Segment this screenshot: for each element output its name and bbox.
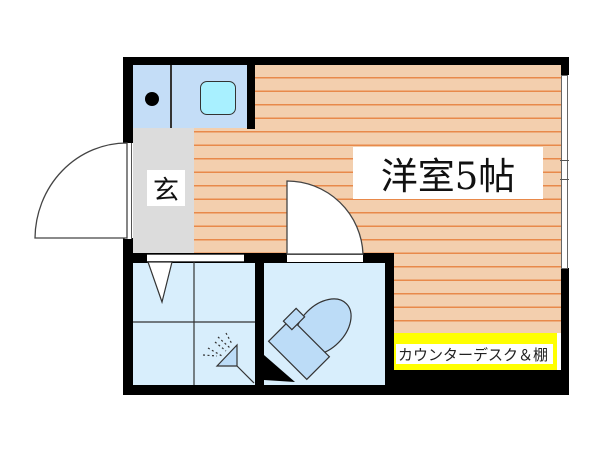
bath-door-opening	[147, 254, 244, 262]
western-room-label: 洋室5帖	[353, 147, 543, 199]
room-door-icon	[286, 180, 364, 255]
wall-left-lower	[123, 238, 133, 395]
wall-bath-toilet-divider	[255, 253, 264, 388]
kitchen-sink-icon	[200, 81, 236, 115]
bath-door-icon	[147, 261, 173, 305]
shower-icon	[202, 332, 255, 384]
toilet-icon	[264, 298, 352, 382]
wall-top	[123, 57, 569, 65]
stove-burner-icon	[145, 92, 159, 106]
wall-right-upper	[561, 57, 569, 75]
wall-right-lower	[561, 268, 569, 395]
entry-door-icon	[34, 142, 128, 239]
wall-bottom	[123, 385, 569, 395]
wall-counter-bottom	[385, 370, 565, 390]
window	[561, 75, 568, 269]
window-mullion	[560, 160, 569, 180]
wall-toilet-right	[385, 253, 394, 388]
kitchen-divider	[170, 65, 172, 128]
kitchen-wall-right	[247, 65, 255, 129]
entrance-label: 玄	[147, 170, 185, 206]
bathroom-tile-grid	[133, 262, 255, 385]
wall-left-upper	[123, 57, 133, 143]
counter-desk-label: カウンターデスク＆棚	[396, 344, 553, 364]
